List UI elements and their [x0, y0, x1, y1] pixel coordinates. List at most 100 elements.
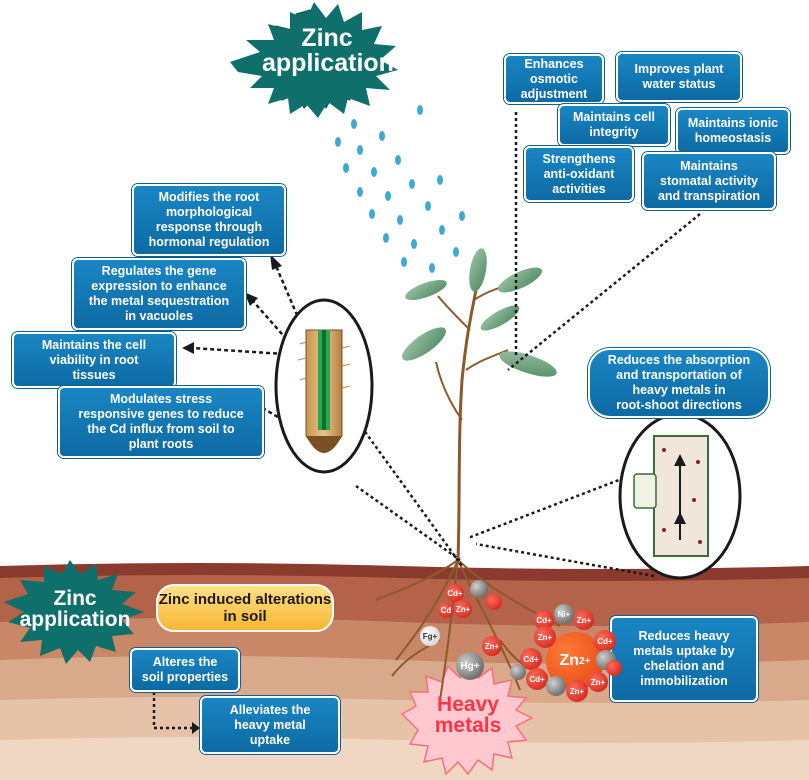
ion-label: Cd+: [447, 588, 463, 598]
ion-label: Cd+: [536, 615, 552, 625]
zinc-application-title-line2: application: [262, 49, 394, 77]
ion-cd: [606, 660, 622, 676]
zinc-induced-line1: Zinc induced: [158, 591, 252, 608]
effect-text: Modulates stress: [109, 392, 213, 406]
effect-text: Improves plant: [634, 62, 724, 76]
ion-zn: Zn+: [566, 680, 588, 702]
root-shoot-transport: [618, 412, 742, 580]
ion-label: Zn+: [537, 632, 553, 642]
ion-cd: Cd+: [526, 668, 548, 690]
effect-text: Maintains the cell: [41, 337, 147, 352]
effect-text: homeostasis: [694, 131, 772, 145]
zinc-induced-line2: alterations in soil: [223, 591, 332, 625]
effect-text: Alleviates the: [229, 702, 311, 717]
effect-text: responsive genes to reduce: [78, 407, 244, 421]
ion-cd: Cd+: [446, 584, 464, 602]
ion-label: Zn+: [455, 604, 471, 614]
ion-label: Ni+: [557, 609, 571, 619]
connector-lines: [152, 112, 701, 730]
zinc-application-title-line1: Zinc: [301, 24, 353, 52]
effect-text: chelation and: [643, 659, 725, 673]
heavy-metals-line2: metals: [434, 714, 502, 737]
effect-text: the metal sequestration: [88, 294, 230, 308]
ion-cd: [486, 594, 502, 610]
effect-text: Alteres the: [152, 655, 218, 669]
effect-text: and transportation of: [616, 368, 742, 382]
effect-text: and transpiration: [657, 188, 761, 203]
effect-text: adjustment: [520, 86, 588, 101]
zinc-application-burst-soil: [4, 560, 144, 664]
ion-label: Zn+: [484, 641, 500, 651]
zinc-spray-drops: [335, 105, 465, 273]
effect-text: the Cd influx from soil to: [87, 422, 235, 436]
effect-text: Regulates the gene: [101, 264, 217, 278]
plant: [402, 248, 557, 561]
ion-label: Cd+: [597, 636, 613, 646]
ion-fg: Fg+: [420, 626, 440, 646]
ion-cd: Cd+: [520, 648, 542, 670]
effect-text: hormonal regulation: [148, 235, 270, 249]
plant-roots: [375, 559, 561, 701]
ion-label: Fg+: [422, 631, 438, 641]
zinc-application-soil-line2: application: [19, 608, 131, 631]
effect-text: response through: [155, 220, 263, 234]
heavy-metals-line1: Heavy: [437, 693, 499, 716]
effect-text: immobilization: [640, 674, 728, 688]
effect-text: Maintains ionic: [687, 116, 779, 130]
effect-text: heavy metals in: [632, 383, 726, 397]
effect-text: heavy metal: [234, 717, 306, 732]
ion-zn: Zn+: [534, 626, 556, 648]
ion-label: Zn+: [576, 615, 592, 625]
effect-text: anti-oxidant: [543, 166, 615, 181]
effect-text: Modifies the root: [158, 190, 260, 204]
effect-text: Reduces the absorption: [607, 353, 751, 367]
ion-cd: Cd: [438, 602, 454, 618]
zinc-application-soil-label: Zinc application: [10, 588, 140, 630]
effect-text: uptake: [249, 732, 291, 747]
effect-text: in vacuoles: [124, 309, 194, 323]
effect-text: viability in root: [49, 352, 139, 367]
effect-text: plant roots: [128, 437, 194, 451]
ion-label: Zn+: [590, 677, 606, 687]
ion-zn: Zn+: [482, 636, 502, 656]
zinc-application-burst-top-spikes: [230, 2, 398, 118]
effect-text: osmotic: [530, 71, 578, 86]
effect-text: metals uptake by: [633, 644, 735, 658]
ion-label: Cd: [440, 605, 452, 615]
ion-zn: Zn+: [454, 600, 472, 618]
effect-text: integrity: [589, 125, 639, 139]
effect-text: Maintains: [680, 158, 738, 173]
ion-hg: [546, 676, 566, 696]
effect-text: Strengthens: [542, 151, 616, 166]
zinc-induced-alterations-pill: Zinc induced alterations in soil: [156, 584, 334, 632]
effect-text: soil properties: [141, 670, 229, 684]
effect-text: stomatal activity: [660, 173, 758, 188]
effect-text: expression to enhance: [91, 279, 227, 293]
heavy-metals-label: Heavy metals: [420, 694, 516, 736]
effect-text: activities: [552, 181, 606, 196]
ion-zn: Zn+: [588, 672, 608, 692]
effect-text: morphological: [165, 205, 253, 219]
ion-cd: Cd+: [534, 610, 554, 630]
root-cross-section: [274, 298, 374, 474]
zinc-application-title: Zinc application: [262, 24, 394, 77]
ion-label: Hg+: [460, 660, 480, 672]
ion-hg: [510, 664, 526, 680]
zinc-application-soil-line1: Zinc: [53, 587, 97, 610]
ion-zn-symbol: Zn: [559, 652, 580, 669]
effect-text: Maintains cell: [573, 110, 655, 124]
ion-hg: Hg+: [456, 652, 484, 680]
